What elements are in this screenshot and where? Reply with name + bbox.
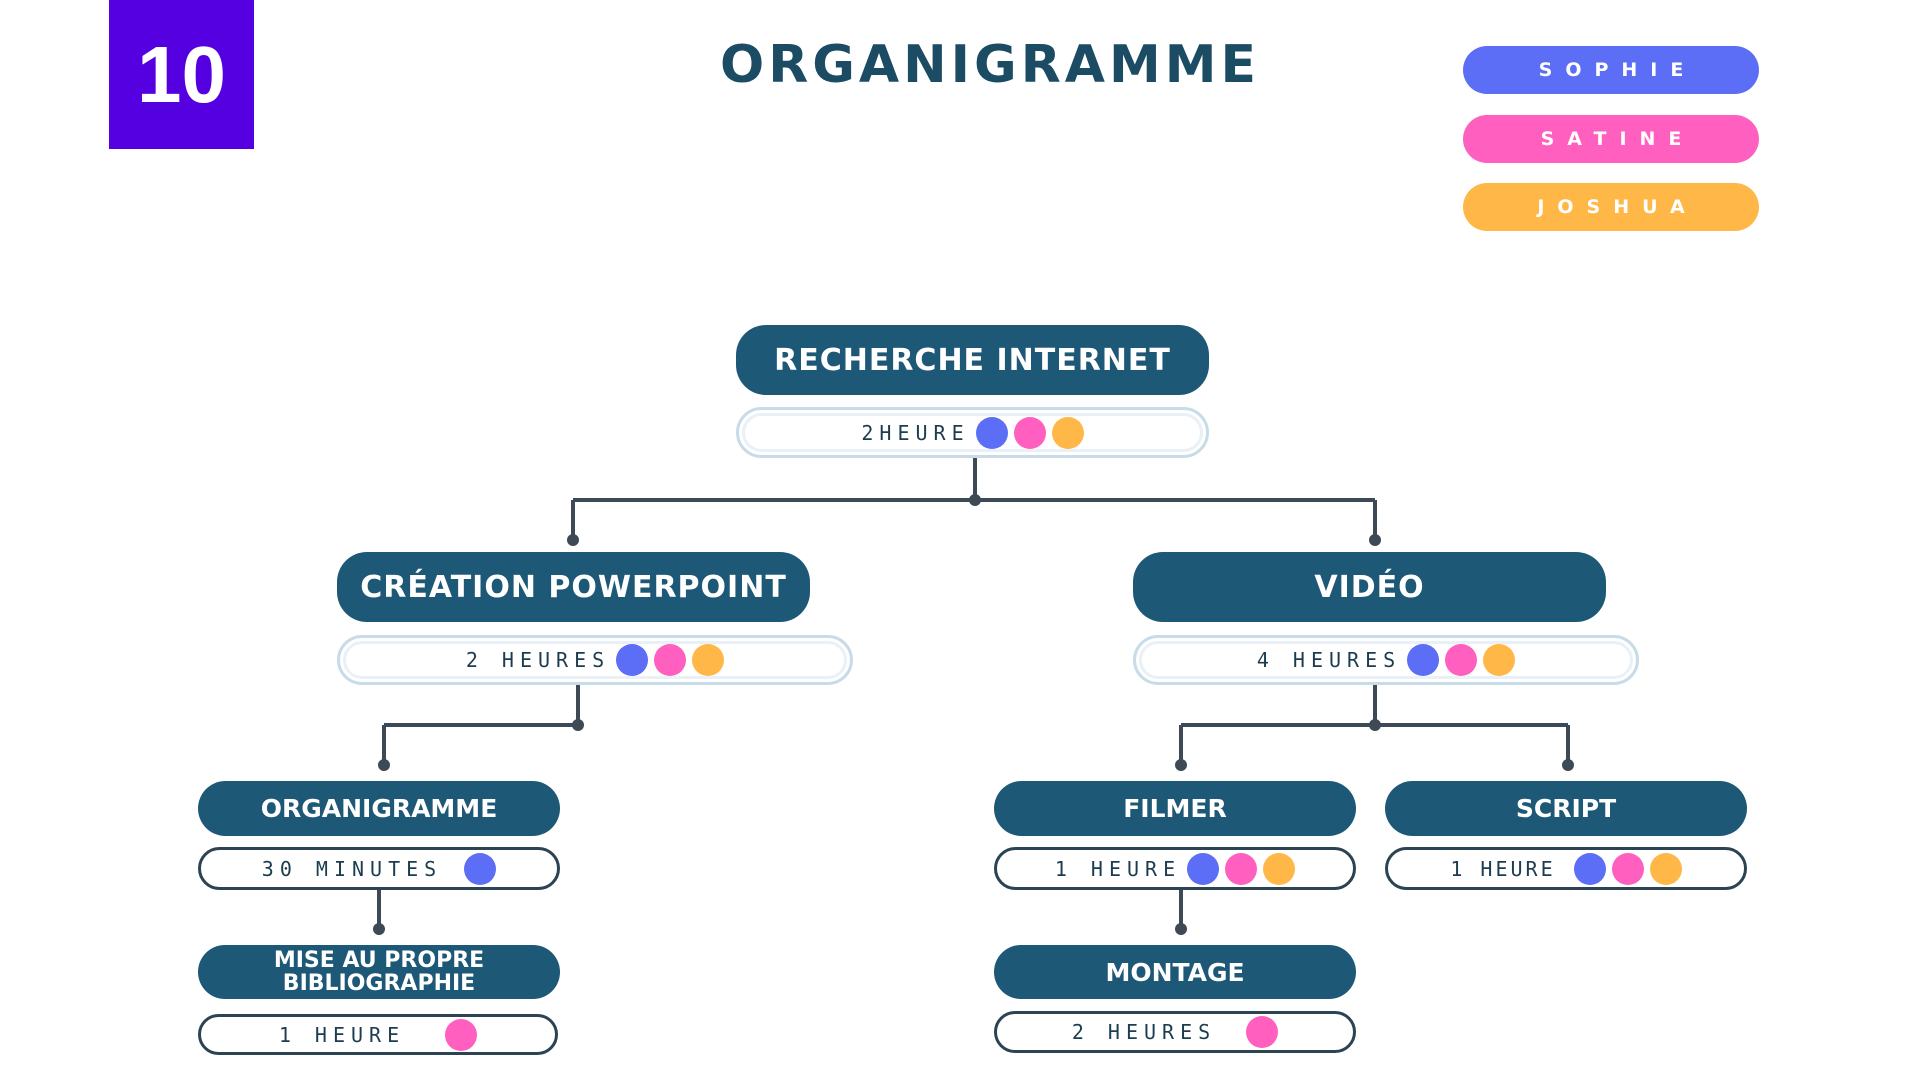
duration-pill-script: 1 HEURE bbox=[1385, 847, 1747, 890]
node-montage: MONTAGE bbox=[994, 945, 1356, 999]
satine-dot bbox=[1445, 644, 1478, 676]
node-label-line2: BIBLIOGRAPHIE bbox=[282, 971, 476, 996]
member-dots bbox=[1573, 852, 1682, 885]
joshua-dot bbox=[1483, 644, 1516, 676]
duration-pill-bibliographie: 1 HEURE bbox=[198, 1014, 558, 1055]
node-creation-powerpoint: CRÉATION POWERPOINT bbox=[337, 552, 810, 622]
duration-pill-filmer: 1 HEURE bbox=[994, 847, 1356, 890]
satine-dot bbox=[654, 644, 687, 676]
sophie-dot bbox=[1573, 852, 1606, 885]
member-dots bbox=[975, 416, 1084, 449]
legend-item-sophie: SOPHIE bbox=[1463, 46, 1759, 94]
sophie-dot bbox=[1187, 852, 1220, 885]
duration-label: 2 HEURES bbox=[465, 648, 611, 672]
satine-dot bbox=[1611, 852, 1644, 885]
duration-label: 1 HEURE bbox=[1450, 856, 1556, 881]
member-dots bbox=[464, 852, 497, 885]
duration-pill-montage: 2 HEURES bbox=[994, 1011, 1356, 1053]
duration-pill-recherche: 2HEURE bbox=[736, 407, 1209, 458]
satine-dot bbox=[1013, 416, 1046, 449]
duration-pill-video: 4 HEURES bbox=[1133, 635, 1639, 685]
duration-label: 2 HEURES bbox=[1071, 1020, 1217, 1044]
duration-label: 30 MINUTES bbox=[261, 856, 443, 881]
member-dots bbox=[616, 644, 725, 676]
satine-dot bbox=[1246, 1016, 1279, 1048]
joshua-dot bbox=[1649, 852, 1682, 885]
sophie-dot bbox=[975, 416, 1008, 449]
member-dots bbox=[1187, 852, 1296, 885]
duration-pill-powerpoint: 2 HEURES bbox=[337, 635, 853, 685]
duration-label: 1 HEURE bbox=[278, 1022, 406, 1047]
legend-item-joshua: JOSHUA bbox=[1463, 183, 1759, 231]
duration-pill-organigramme: 30 MINUTES bbox=[198, 847, 560, 890]
node-label-line1: MISE AU PROPRE bbox=[273, 948, 485, 973]
joshua-dot bbox=[1263, 852, 1296, 885]
node-script: SCRIPT bbox=[1385, 781, 1747, 836]
member-dots bbox=[1407, 644, 1516, 676]
legend-item-satine: SATINE bbox=[1463, 115, 1759, 163]
joshua-dot bbox=[692, 644, 725, 676]
duration-label: 1 HEURE bbox=[1054, 856, 1182, 881]
satine-dot bbox=[1225, 852, 1258, 885]
duration-label: 2HEURE bbox=[861, 420, 970, 445]
member-dots bbox=[445, 1018, 478, 1051]
slide-number-badge: 10 bbox=[109, 0, 254, 149]
node-mise-au-propre-bibliographie: MISE AU PROPRE BIBLIOGRAPHIE bbox=[198, 945, 560, 999]
joshua-dot bbox=[1051, 416, 1084, 449]
sophie-dot bbox=[1407, 644, 1440, 676]
page-title: ORGANIGRAMME bbox=[719, 35, 1261, 95]
sophie-dot bbox=[464, 852, 497, 885]
sophie-dot bbox=[616, 644, 649, 676]
duration-label: 4 HEURES bbox=[1256, 648, 1402, 672]
satine-dot bbox=[445, 1018, 478, 1051]
member-dots bbox=[1246, 1016, 1279, 1048]
node-organigramme: ORGANIGRAMME bbox=[198, 781, 560, 836]
node-filmer: FILMER bbox=[994, 781, 1356, 836]
node-recherche-internet: RECHERCHE INTERNET bbox=[736, 325, 1209, 395]
node-video: VIDÉO bbox=[1133, 552, 1606, 622]
